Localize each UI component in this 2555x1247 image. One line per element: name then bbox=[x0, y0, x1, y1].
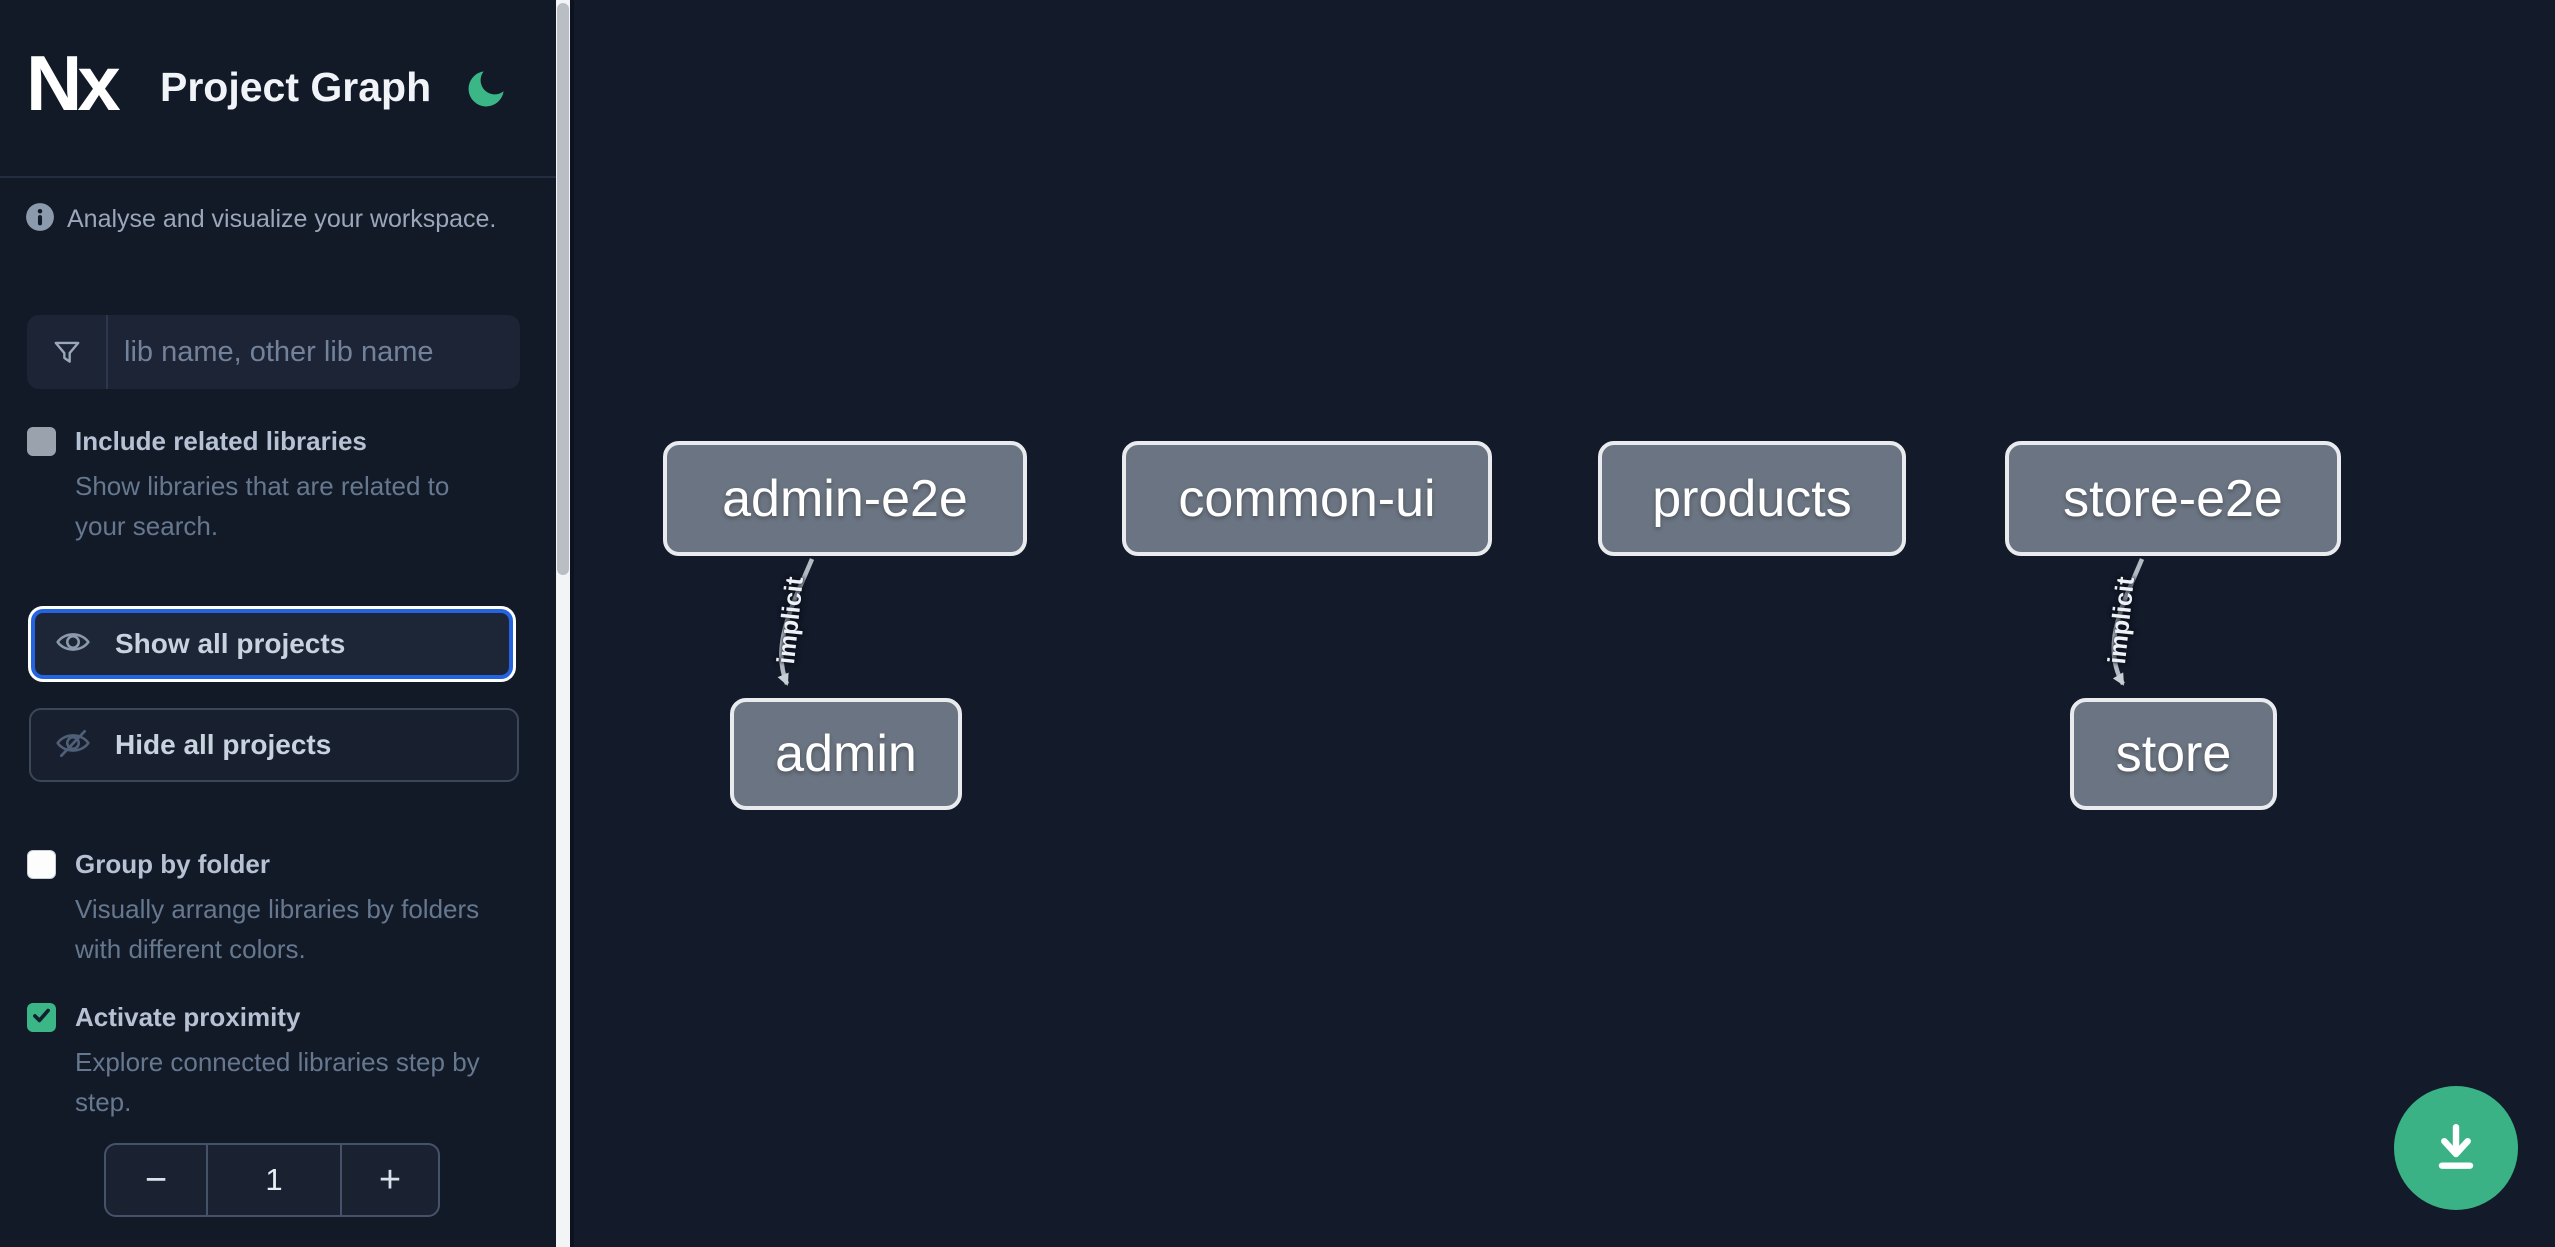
moon-icon bbox=[463, 71, 509, 115]
graph-canvas[interactable] bbox=[574, 0, 2555, 1247]
page-title: Project Graph bbox=[160, 64, 432, 110]
increment-button[interactable]: + bbox=[378, 1158, 402, 1201]
toggle-activate-proximity: Activate proximity Explore connected lib… bbox=[27, 1000, 497, 1122]
eye-slash-icon bbox=[55, 725, 91, 766]
toggle-group-by-folder: Group by folder Visually arrange librari… bbox=[27, 847, 497, 969]
graph-node-store-e2e[interactable]: store-e2e bbox=[2005, 441, 2341, 556]
group-by-folder-checkbox[interactable] bbox=[27, 850, 56, 879]
graph-node-admin-e2e[interactable]: admin-e2e bbox=[663, 441, 1027, 556]
graph-node-common-ui[interactable]: common-ui bbox=[1122, 441, 1492, 556]
tagline-text: Analyse and visualize your workspace. bbox=[67, 205, 497, 233]
nx-logo: Nx bbox=[26, 39, 121, 127]
activate-proximity-description: Explore connected libraries step by step… bbox=[75, 1047, 480, 1117]
include-related-label[interactable]: Include related libraries bbox=[75, 426, 367, 456]
checkmark-icon bbox=[30, 1004, 53, 1032]
group-by-folder-label[interactable]: Group by folder bbox=[75, 849, 270, 879]
graph-node-admin[interactable]: admin bbox=[730, 698, 962, 810]
graph-node-products[interactable]: products bbox=[1598, 441, 1906, 556]
sidebar-header: Nx Project Graph bbox=[0, 0, 556, 178]
activate-proximity-checkbox[interactable] bbox=[27, 1003, 56, 1032]
search-box bbox=[27, 315, 520, 389]
sidebar: Nx Project Graph Analyse and visualize y… bbox=[0, 0, 556, 1247]
group-by-folder-description: Visually arrange libraries by folders wi… bbox=[75, 894, 480, 964]
include-related-checkbox[interactable] bbox=[27, 427, 56, 456]
tagline-row: Analyse and visualize your workspace. bbox=[25, 202, 496, 237]
download-icon bbox=[2428, 1119, 2484, 1178]
eye-icon bbox=[55, 624, 91, 665]
hide-all-projects-button[interactable]: Hide all projects bbox=[29, 708, 519, 782]
toggle-include-related: Include related libraries Show libraries… bbox=[27, 424, 497, 546]
include-related-description: Show libraries that are related to your … bbox=[75, 471, 450, 541]
show-all-projects-label: Show all projects bbox=[115, 628, 346, 659]
proximity-depth-value: 1 bbox=[206, 1145, 342, 1215]
theme-toggle-button[interactable] bbox=[462, 66, 510, 114]
funnel-icon bbox=[27, 315, 108, 389]
graph-node-store[interactable]: store bbox=[2070, 698, 2277, 810]
hide-all-projects-label: Hide all projects bbox=[115, 729, 332, 760]
show-all-projects-button[interactable]: Show all projects bbox=[31, 609, 513, 679]
info-icon bbox=[25, 202, 55, 237]
sidebar-scrollbar-thumb[interactable] bbox=[557, 3, 569, 575]
decrement-button[interactable]: − bbox=[144, 1158, 168, 1201]
activate-proximity-label[interactable]: Activate proximity bbox=[75, 1002, 301, 1032]
download-image-button[interactable] bbox=[2394, 1086, 2518, 1210]
search-input[interactable] bbox=[108, 317, 520, 387]
sidebar-canvas-divider bbox=[570, 0, 574, 1247]
proximity-depth-stepper: − 1 + bbox=[104, 1143, 440, 1217]
